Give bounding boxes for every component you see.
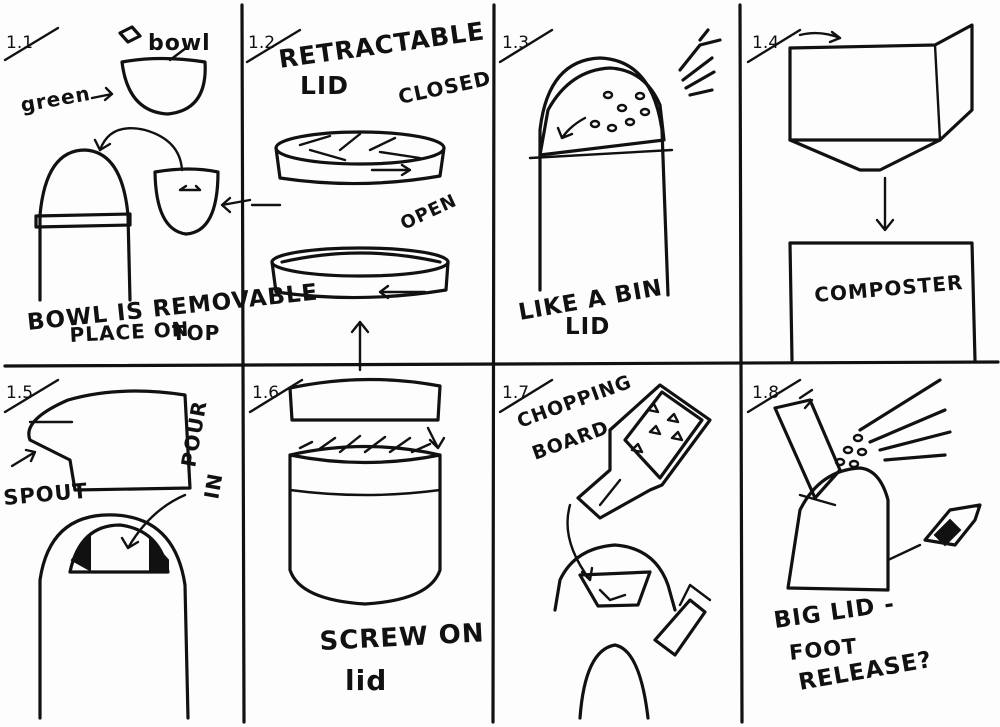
panel-number: 1.5 [6, 383, 33, 403]
caption-line-1: BIG LID - [772, 591, 896, 634]
panel-number: 1.7 [502, 383, 529, 403]
title-line-2: LID [300, 71, 349, 100]
food-pieces [834, 433, 868, 469]
title-line-1: RETRACTABLE [277, 16, 487, 74]
food-pieces [630, 402, 684, 454]
caption-line-2: LID [565, 314, 610, 340]
panel-number: 1.6 [252, 383, 279, 403]
panel-number: 1.2 [248, 33, 275, 53]
panel-grid [3, 3, 1000, 724]
panel-1-4: 1.4 COMPOSTER [746, 23, 977, 362]
food-pieces [589, 90, 651, 133]
closed-label: CLOSED [396, 66, 493, 109]
pour-label-2: IN [199, 471, 227, 501]
panel-1-6: 1.6 SCREW ON lid [248, 377, 486, 697]
panel-1-1: 1.1 bowl green BOWL IS REMOVABLE PLACE O… [3, 25, 319, 347]
panel-1-2: 1.2 RETRACTABLE LID CLOSED OPEN [245, 16, 493, 372]
caption-line-3: TOP [172, 321, 220, 345]
caption-line-1: SCREW ON [319, 618, 486, 657]
caption-line-2: lid [345, 664, 387, 697]
panel-1-5: 1.5 SPOUT POUR IN [2, 378, 227, 720]
green-label: green [19, 81, 93, 117]
panel-1-3: 1.3 LIKE A BIN LID [498, 28, 722, 340]
pour-label-1: POUR [176, 398, 211, 468]
composter-label: COMPOSTER [813, 270, 964, 307]
open-label: OPEN [397, 190, 460, 234]
panel-number: 1.3 [502, 33, 529, 53]
spout-label: SPOUT [2, 479, 89, 510]
panel-1-8: 1.8 BIG LID - FOOT RELEASE? [746, 378, 982, 696]
panel-1-7: 1.7 CHOPPING BOARD [498, 371, 712, 720]
bowl-label: bowl [148, 31, 211, 56]
